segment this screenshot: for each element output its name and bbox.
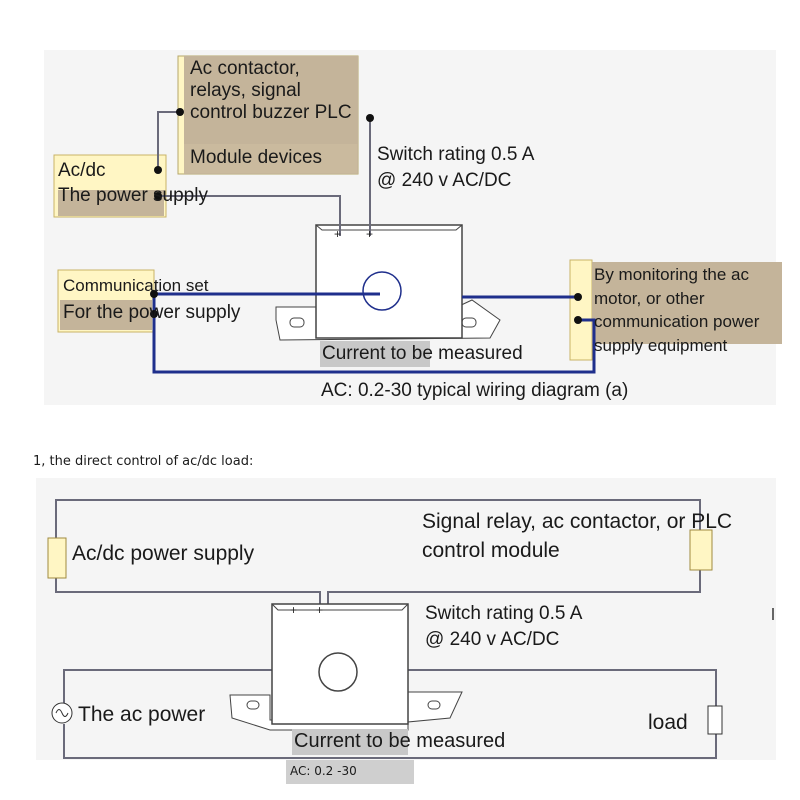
comm-label: Communication set For the power supply [63,276,241,323]
switch-rating-a: Switch rating 0.5 A @ 240 v AC/DC [377,144,535,191]
svg-text:+: + [316,603,323,617]
sensor-b-hole [318,652,358,692]
section-title: 1, the direct control of ac/dc load: [33,454,254,469]
module-devices-label: Module devices [190,147,323,168]
terminal-plus-a2: + [366,227,373,241]
signal-relay-label: Signal relay, ac contactor, or PLC contr… [422,510,733,563]
load-resistor [707,705,723,735]
caption-a: AC: 0.2-30 typical wiring diagram (a) [321,380,629,401]
acdc-label: Ac/dc The power supply [58,160,208,206]
caption-b: AC: 0.2 -30 [290,764,357,778]
acdc-supply-box [47,537,67,579]
sensor-a-hole [362,271,402,311]
current-label-a: Current to be measured [322,343,523,364]
ac-power-label: The ac power [78,703,206,726]
load-label: load [648,711,688,734]
sensor-b-body [271,603,409,725]
monitor-box [569,259,593,361]
terminal-plus-a1: + [334,227,341,241]
switch-rating-b: Switch rating 0.5 A @ 240 v AC/DC [425,603,583,650]
svg-text:+: + [290,603,297,617]
monitor-label: By monitoring the ac motor, or other com… [594,265,760,355]
module-box-label: Ac contactor, relays, signal control buz… [190,58,352,123]
current-label-b: Current to be measured [294,730,506,752]
relay-box [689,529,713,571]
acdc-supply-label: Ac/dc power supply [72,542,255,565]
sensor-a-body [315,224,463,339]
